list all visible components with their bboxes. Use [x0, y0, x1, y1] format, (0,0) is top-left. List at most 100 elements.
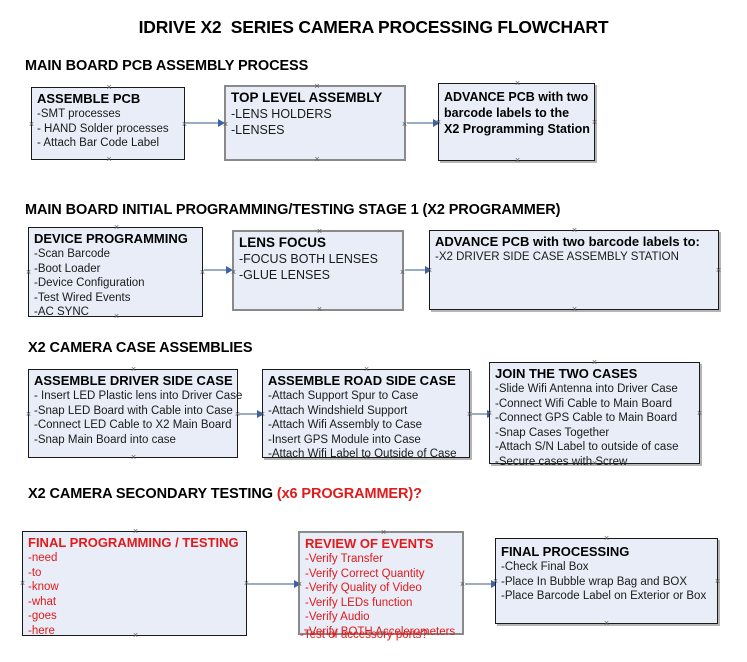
node-line: -Test Wired Events — [34, 291, 131, 304]
node-assemble-driver-side-case-content: ASSEMBLE DRIVER SIDE CASE - Insert LED P… — [34, 373, 243, 447]
handle-bottom-icon[interactable] — [603, 620, 610, 627]
node-final-programming-testing[interactable]: FINAL PROGRAMMING / TESTING -need -to -k… — [19, 528, 247, 638]
handle-left-icon[interactable] — [25, 411, 32, 418]
node-line: -Snap Cases Together — [495, 426, 610, 439]
arrowhead-icon — [218, 118, 225, 127]
node-device-programming[interactable]: DEVICE PROGRAMMING -Scan Barcode -Boot L… — [25, 224, 203, 320]
handle-top-icon[interactable] — [571, 227, 578, 234]
node-title: ASSEMBLE ROAD SIDE CASE — [268, 373, 456, 388]
node-line: -Verify LEDs function — [305, 596, 413, 609]
handle-top-icon[interactable] — [603, 535, 610, 542]
node-title: JOIN THE TWO CASES — [495, 366, 638, 381]
section-heading-4-accent: (x6 PROGRAMMER)? — [276, 486, 422, 502]
handle-top-icon[interactable] — [380, 529, 387, 536]
handle-left-icon[interactable] — [296, 581, 303, 588]
node-advance-pcb-driver-station[interactable]: ADVANCE PCB with two barcode labels to: … — [429, 230, 719, 310]
node-assemble-road-side-case[interactable]: ASSEMBLE ROAD SIDE CASE -Attach Support … — [262, 366, 470, 460]
handle-top-icon[interactable] — [106, 84, 113, 91]
node-line: -Insert GPS Module into Case — [268, 433, 421, 446]
node-line: -Snap Main Board into case — [34, 433, 176, 446]
node-review-of-events-overflow-line: -Test of accessory ports? — [300, 629, 428, 641]
handle-top-icon[interactable] — [514, 80, 521, 87]
node-lens-focus-content: LENS FOCUS -FOCUS BOTH LENSES -GLUE LENS… — [239, 235, 400, 283]
handle-left-icon[interactable] — [28, 121, 35, 128]
node-advance-pcb-station[interactable]: ADVANCE PCB with two barcode labels to t… — [438, 83, 595, 161]
connector-arrow — [407, 122, 435, 124]
handle-bottom-icon[interactable] — [514, 157, 521, 164]
node-lens-focus[interactable]: LENS FOCUS -FOCUS BOTH LENSES -GLUE LENS… — [232, 230, 404, 311]
node-line: - Insert LED Plastic lens into Driver Ca… — [34, 390, 243, 402]
section-heading-1-text: MAIN BOARD PCB ASSEMBLY PROCESS — [25, 58, 309, 74]
handle-right-icon[interactable] — [591, 119, 598, 126]
handle-top-icon[interactable] — [316, 228, 323, 235]
arrowhead-icon — [491, 579, 498, 588]
node-line: -Attach Support Spur to Case — [268, 390, 419, 402]
node-title: REVIEW OF EVENTS — [305, 536, 434, 551]
node-review-of-events[interactable]: REVIEW OF EVENTS -Verify Transfer -Verif… — [296, 529, 464, 638]
node-line: -Connect LED Cable to X2 Main Board — [34, 419, 232, 431]
handle-left-icon[interactable] — [19, 580, 26, 587]
handle-bottom-icon[interactable] — [130, 454, 137, 461]
node-review-of-events-content: REVIEW OF EVENTS -Verify Transfer -Verif… — [305, 536, 460, 639]
handle-right-icon[interactable] — [714, 578, 721, 585]
node-line: -Attach Windshield Support — [268, 404, 408, 417]
node-line: barcode labels to the — [444, 106, 570, 120]
node-line: -Slide Wifi Antenna into Driver Case — [495, 383, 678, 395]
node-top-level-assembly[interactable]: TOP LEVEL ASSEMBLY -LENS HOLDERS -LENSES — [224, 85, 406, 161]
node-line: -Device Configuration — [34, 277, 145, 289]
node-line: -Attach S/N Label to outside of case — [495, 441, 679, 453]
node-line: -Connect Wifi Cable to Main Board — [495, 397, 673, 410]
node-advance-pcb-station-content: ADVANCE PCB with two barcode labels to t… — [444, 89, 592, 137]
section-heading-2-text: MAIN BOARD INITIAL PROGRAMMING/TESTING S… — [25, 202, 561, 218]
handle-top-icon[interactable] — [132, 528, 139, 535]
node-assemble-pcb[interactable]: ASSEMBLE PCB -SMT processes - HAND Solde… — [31, 87, 185, 160]
node-line: -Secure cases with Screw — [495, 455, 628, 468]
handle-bottom-icon[interactable] — [571, 306, 578, 313]
node-assemble-road-side-case-content: ASSEMBLE ROAD SIDE CASE -Attach Support … — [268, 373, 467, 462]
handle-left-icon[interactable] — [25, 269, 32, 276]
node-line: - HAND Solder processes — [37, 122, 169, 135]
arrowhead-icon — [257, 409, 264, 418]
node-title: ADVANCE PCB with two — [444, 90, 589, 104]
node-join-the-two-cases-content: JOIN THE TWO CASES -Slide Wifi Antenna i… — [495, 366, 697, 469]
node-final-processing[interactable]: FINAL PROCESSING -Check Final Box -Place… — [495, 538, 718, 624]
node-title: ADVANCE PCB with two barcode labels to: — [435, 234, 700, 249]
node-final-processing-content: FINAL PROCESSING -Check Final Box -Place… — [501, 544, 715, 604]
node-title: FINAL PROCESSING — [501, 544, 630, 559]
node-title: ASSEMBLE PCB — [37, 91, 141, 106]
handle-right-icon[interactable] — [715, 267, 722, 274]
handle-left-icon[interactable] — [222, 121, 229, 128]
node-line: - Attach Bar Code Label — [37, 137, 160, 149]
handle-top-icon[interactable] — [591, 359, 598, 366]
handle-top-icon[interactable] — [363, 366, 370, 373]
node-device-programming-content: DEVICE PROGRAMMING -Scan Barcode -Boot L… — [34, 231, 200, 320]
handle-bottom-icon[interactable] — [106, 156, 113, 163]
handle-top-icon[interactable] — [314, 83, 321, 90]
node-line: -to — [28, 566, 42, 579]
node-line: -need — [28, 552, 58, 564]
arrowhead-icon — [425, 265, 432, 274]
arrowhead-icon — [294, 579, 301, 588]
node-assemble-driver-side-case[interactable]: ASSEMBLE DRIVER SIDE CASE - Insert LED P… — [25, 366, 243, 461]
node-final-programming-testing-content: FINAL PROGRAMMING / TESTING -need -to -k… — [28, 535, 244, 638]
node-line: -Boot Loader — [34, 262, 101, 275]
node-line: -GLUE LENSES — [239, 268, 331, 282]
arrowhead-icon — [226, 265, 233, 274]
node-line: -Verify BOTH Accelerometers — [305, 625, 456, 638]
handle-top-icon[interactable] — [113, 224, 120, 231]
handle-bottom-icon[interactable] — [316, 306, 323, 313]
node-join-the-two-cases[interactable]: JOIN THE TWO CASES -Slide Wifi Antenna i… — [489, 359, 703, 468]
handle-right-icon[interactable] — [696, 410, 703, 417]
connector-arrow — [248, 583, 296, 585]
node-line: -know — [28, 581, 59, 593]
node-line: -LENS HOLDERS — [231, 107, 332, 121]
handle-top-icon[interactable] — [130, 366, 137, 373]
node-line: -LENSES — [231, 123, 285, 137]
node-line: -Attach Wifi Label to Outside of Case — [268, 448, 457, 460]
node-advance-pcb-driver-station-content: ADVANCE PCB with two barcode labels to: … — [435, 234, 716, 265]
handle-left-icon[interactable] — [230, 269, 237, 276]
handle-bottom-icon[interactable] — [314, 156, 321, 163]
node-line: -Place In Bubble wrap Bag and BOX — [501, 575, 688, 588]
node-line: -Check Final Box — [501, 561, 589, 573]
